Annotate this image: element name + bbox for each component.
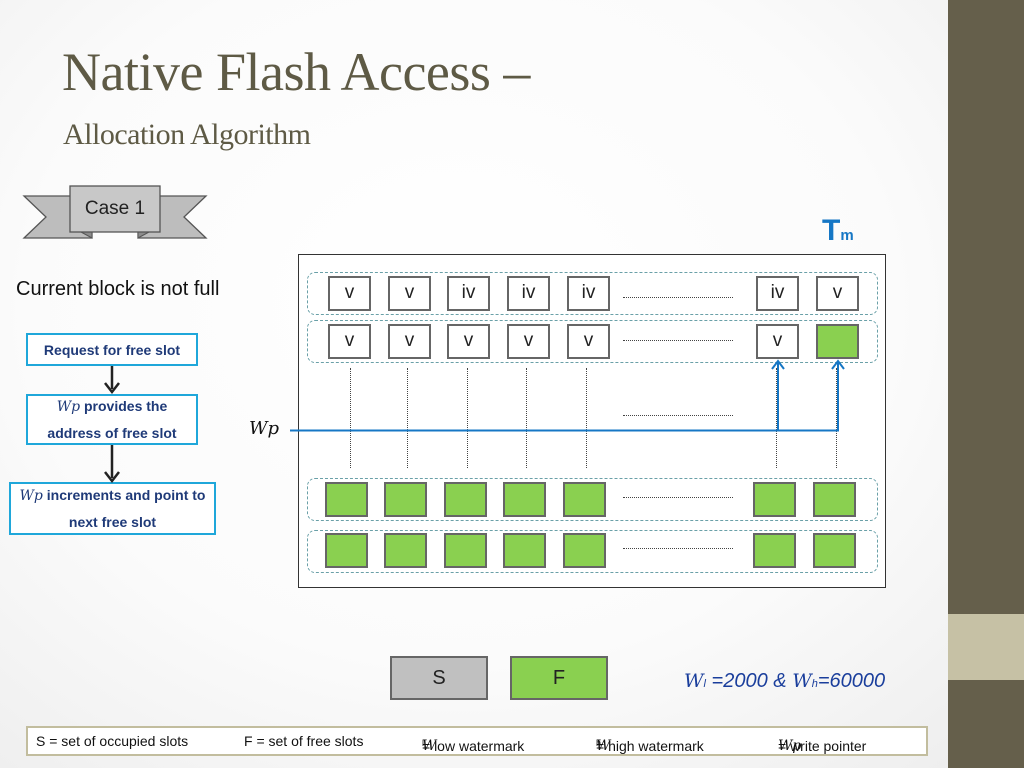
flow-step-increment-text: increments and point to next free slot <box>46 487 206 530</box>
write-pointer-line <box>290 359 845 432</box>
occupied-slot: iv <box>567 276 610 311</box>
occupied-slot: v <box>567 324 610 359</box>
low-watermark-symbol: W <box>422 738 437 754</box>
occupied-slot: v <box>388 324 431 359</box>
ellipsis-line <box>623 415 733 416</box>
footer-free-def: F = set of free slots <box>244 733 364 749</box>
free-slot <box>503 533 546 568</box>
write-pointer-text: = write pointer <box>778 738 867 754</box>
occupied-slot: v <box>328 324 371 359</box>
table-label-sub: m <box>840 227 854 244</box>
free-slot <box>325 533 368 568</box>
flow-step-provide-text: provides the address of free slot <box>47 398 177 441</box>
high-watermark-text: = high watermark <box>596 738 704 754</box>
column-ellipsis <box>467 368 468 468</box>
column-ellipsis <box>407 368 408 468</box>
high-watermark-symbol: W <box>792 670 812 692</box>
flow-arrows <box>104 366 120 484</box>
high-watermark-value: =60000 <box>817 670 886 692</box>
occupied-slot: v <box>328 276 371 311</box>
occupied-slot: v <box>756 324 799 359</box>
occupied-slot: v <box>507 324 550 359</box>
legend-footer: S = set of occupied slots F = set of fre… <box>26 726 928 756</box>
free-slot <box>563 482 606 517</box>
legend-free: F <box>510 656 608 700</box>
low-watermark-text: = low watermark <box>422 738 525 754</box>
free-slot <box>384 533 427 568</box>
flow-step-request-text: Request for free slot <box>43 341 181 358</box>
occupied-slot: iv <box>447 276 490 311</box>
write-pointer-symbol: Wp <box>19 488 43 504</box>
occupied-slot: v <box>388 276 431 311</box>
free-slot <box>813 533 856 568</box>
occupied-slot: iv <box>756 276 799 311</box>
free-slot <box>325 482 368 517</box>
free-slot <box>816 324 859 359</box>
ellipsis-line <box>623 548 733 549</box>
memory-row <box>307 530 878 573</box>
table-label-main: T <box>822 214 841 247</box>
watermark-values: Wl =2000 & Wh=60000 <box>684 670 885 693</box>
flow-step-provide: Wp provides the address of free slot <box>26 394 198 445</box>
occupied-slot: iv <box>507 276 550 311</box>
free-slot <box>563 533 606 568</box>
case-label: Case 1 <box>84 198 146 219</box>
column-ellipsis <box>836 368 837 468</box>
free-slot <box>753 533 796 568</box>
memory-row <box>307 272 878 315</box>
column-ellipsis <box>586 368 587 468</box>
case-ribbon <box>22 185 208 239</box>
free-slot <box>503 482 546 517</box>
low-watermark-symbol: W <box>684 670 704 692</box>
low-watermark-sub: l <box>422 738 424 748</box>
footer-occupied-def: S = set of occupied slots <box>36 733 189 749</box>
flow-step-request: Request for free slot <box>26 333 198 366</box>
ellipsis-line <box>623 497 733 498</box>
high-watermark-sub: h <box>596 738 602 748</box>
column-ellipsis <box>776 368 777 468</box>
table-label: Tm <box>822 214 854 248</box>
legend-occupied: S <box>390 656 488 700</box>
memory-row <box>307 478 878 521</box>
free-slot <box>753 482 796 517</box>
write-pointer-symbol: Wp <box>778 738 802 754</box>
column-ellipsis <box>526 368 527 468</box>
low-watermark-value: =2000 & <box>711 670 787 692</box>
high-watermark-sub: h <box>811 678 818 690</box>
side-bar-accent <box>948 614 1024 680</box>
free-slot <box>444 533 487 568</box>
high-watermark-symbol: W <box>596 738 611 754</box>
slide-subtitle: Allocation Algorithm <box>63 118 311 151</box>
free-slot <box>813 482 856 517</box>
occupied-slot: v <box>816 276 859 311</box>
free-slot <box>444 482 487 517</box>
low-watermark-sub: l <box>703 678 706 690</box>
block-state-text: Current block is not full <box>16 278 220 300</box>
memory-row <box>307 320 878 363</box>
ellipsis-line <box>623 297 733 298</box>
slide-title: Native Flash Access – <box>62 42 530 102</box>
column-ellipsis <box>350 368 351 468</box>
write-pointer-symbol: Wp <box>56 399 81 415</box>
flow-step-increment: Wp increments and point to next free slo… <box>9 482 216 535</box>
free-slot <box>384 482 427 517</box>
write-pointer-label: Wp <box>249 418 280 439</box>
occupied-slot: v <box>447 324 490 359</box>
ellipsis-line <box>623 340 733 341</box>
